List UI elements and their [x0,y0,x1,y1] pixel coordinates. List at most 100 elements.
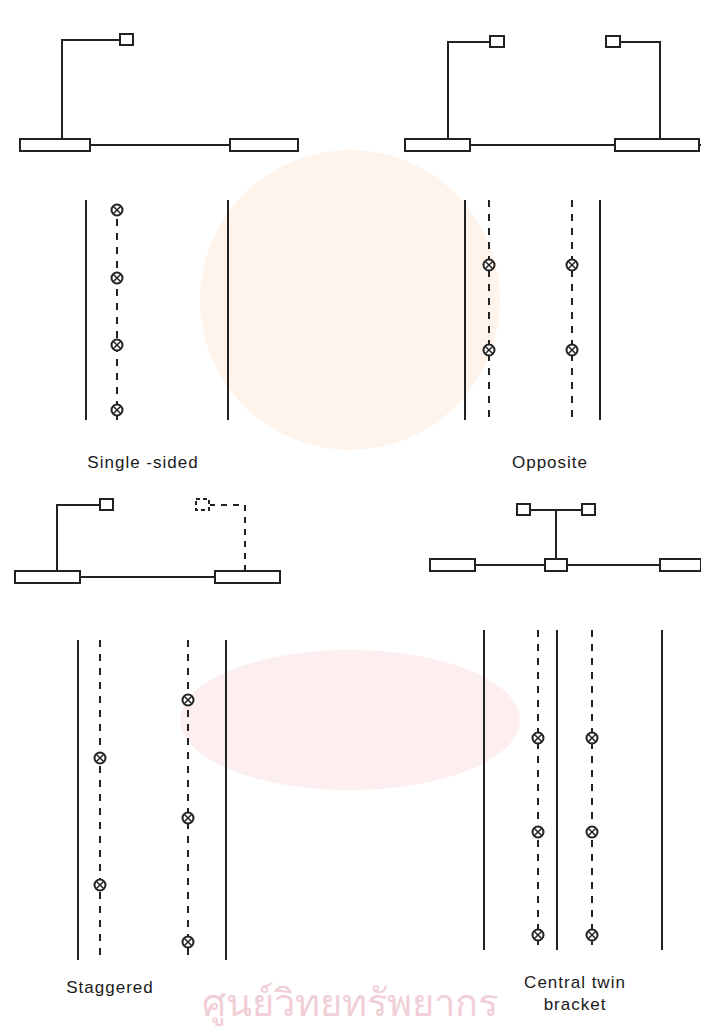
lamp-cross [184,938,192,946]
lamp-symbol [183,695,194,706]
lamp-symbol [112,340,123,351]
kerb [15,571,80,583]
lamp-cross [588,828,596,836]
dashed-line [187,640,189,960]
lamp-symbol [533,827,544,838]
lamp-symbol [95,880,106,891]
arrangement-label: Opposite [475,452,625,474]
lamp-symbol [112,273,123,284]
lamp-column [620,42,660,139]
lamp-symbol [533,733,544,744]
lamp-symbol [183,937,194,948]
road-edge [225,640,227,960]
lamp-symbol [183,813,194,824]
arrangement-label: Staggered [30,977,190,999]
lamp-symbol [567,260,578,271]
kerb [230,139,298,151]
kerb [615,139,699,151]
lamp-cross [568,261,576,269]
lamp-column [57,505,100,571]
lamp-cross [184,814,192,822]
lantern [120,34,133,45]
lamp-symbol [484,260,495,271]
road-edge [661,630,663,950]
kerb [215,571,280,583]
lamp-cross [113,274,121,282]
lamp-symbol [533,930,544,941]
lamp-cross [485,261,493,269]
lamp-cross [534,828,542,836]
lamp-cross [96,754,104,762]
dashed-line [537,630,539,950]
lamp-cross [485,261,493,269]
lantern [582,504,595,515]
lamp-symbol [567,345,578,356]
lamp-cross [568,261,576,269]
kerb [430,559,475,571]
road-edge [556,630,558,950]
road-edge [483,630,485,950]
watermark-emblem [200,150,500,450]
lamp-cross [588,734,596,742]
lamp-cross [184,696,192,704]
twin-bracket [530,509,582,511]
watermark-emblem [180,650,520,790]
lamp-column [62,40,120,139]
lamp-cross [568,346,576,354]
lamp-cross [96,881,104,889]
lamp-cross [113,274,121,282]
lamp-cross [534,828,542,836]
lamp-cross [113,206,121,214]
road-edge [227,200,229,420]
lantern [100,499,113,510]
lamp-cross [485,346,493,354]
lamp-cross [534,734,542,742]
lamp-column-behind [210,505,245,571]
arrangement-label: Single -sided [53,452,233,474]
lantern [490,36,504,47]
lantern [517,504,530,515]
lamp-column [448,42,490,139]
road-edge [599,200,601,420]
central-reserve [545,559,567,571]
lantern [606,36,620,47]
lamp-column [555,510,557,559]
lamp-cross [534,931,542,939]
kerb [20,139,90,151]
lamp-cross [588,931,596,939]
dashed-line [488,200,490,420]
lamp-cross [96,754,104,762]
lamp-cross [113,341,121,349]
road-edge [464,200,466,420]
lamp-cross [113,406,121,414]
dashed-line [99,640,101,960]
kerb [660,559,701,571]
dashed-line [116,205,118,420]
road-edge [77,640,79,960]
arrangement-label: Central twin bracket [515,972,635,1016]
lamp-cross [184,696,192,704]
lamp-cross [113,206,121,214]
lamp-cross [534,734,542,742]
lamp-symbol [484,345,495,356]
lamp-cross [96,881,104,889]
lamp-cross [588,734,596,742]
lamp-cross [588,931,596,939]
lamp-symbol [112,205,123,216]
lamp-symbol [587,827,598,838]
dashed-line [571,200,573,420]
lamp-symbol [95,753,106,764]
dashed-line [591,630,593,950]
road-edge [85,200,87,420]
lamp-symbol [587,733,598,744]
lamp-cross [588,828,596,836]
lamp-cross [113,406,121,414]
lamp-cross [568,346,576,354]
lamp-symbol [587,930,598,941]
lamp-cross [534,931,542,939]
lamp-symbol [112,405,123,416]
lamp-cross [113,341,121,349]
kerb [405,139,470,151]
lamp-cross [184,938,192,946]
